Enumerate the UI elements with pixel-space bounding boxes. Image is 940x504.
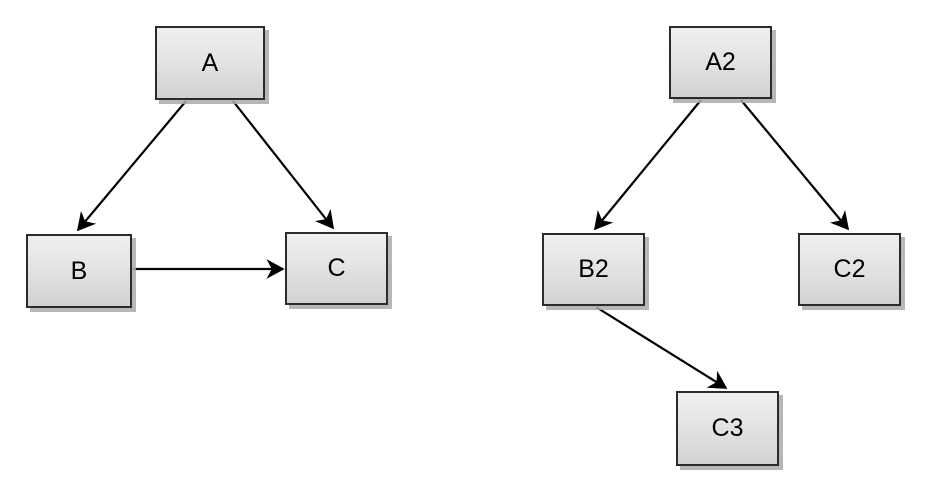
node-b2[interactable]: B2 [542, 233, 645, 306]
edge-a-to-b [76, 100, 187, 232]
node-label-c: C [327, 254, 346, 282]
node-a[interactable]: A [155, 26, 265, 100]
edge-a-to-c [232, 100, 335, 230]
node-c3[interactable]: C3 [676, 391, 779, 466]
node-label-b: B [70, 256, 88, 285]
node-label-a: A [201, 48, 219, 77]
node-a2[interactable]: A2 [669, 26, 772, 99]
node-label-c2: C2 [833, 255, 866, 283]
edges-graph-right [593, 99, 850, 389]
node-c[interactable]: C [285, 232, 388, 305]
node-label-c3: C3 [711, 414, 744, 442]
node-label-a2: A2 [705, 48, 736, 76]
node-c2[interactable]: C2 [798, 233, 901, 306]
node-label-b2: B2 [578, 255, 609, 283]
edges-graph-left [76, 100, 335, 279]
edge-a2-to-b2 [593, 99, 702, 231]
node-b[interactable]: B [26, 234, 132, 308]
edge-b2-to-c3 [595, 306, 728, 389]
edge-a2-to-c2 [740, 99, 850, 231]
